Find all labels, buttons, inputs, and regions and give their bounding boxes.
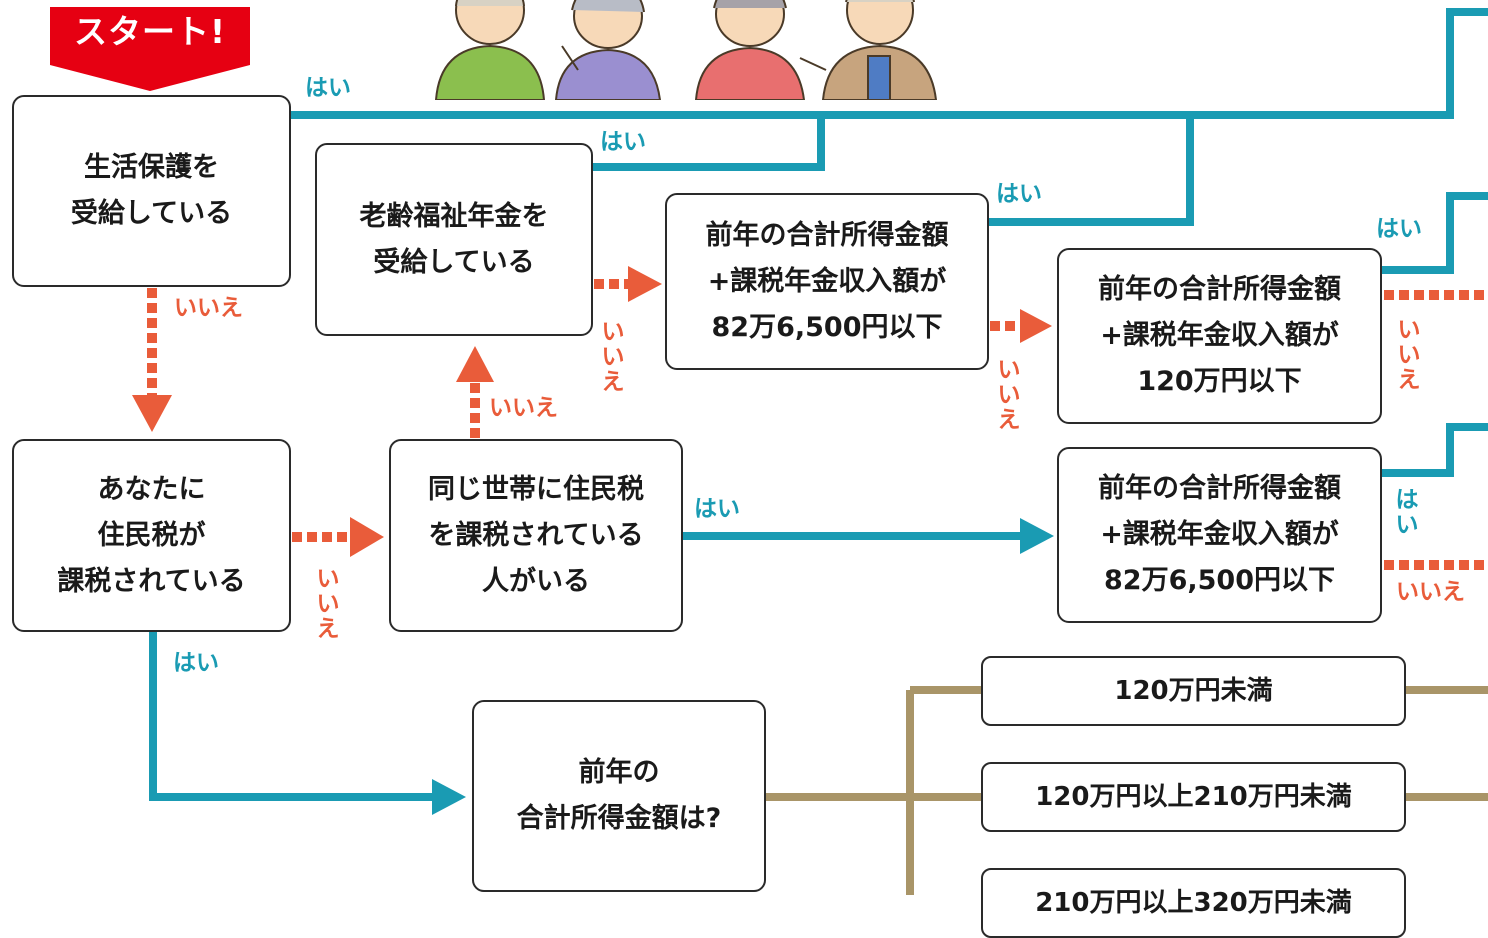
yes-label-income-82a: はい (996, 181, 1042, 207)
node-household: 同じ世帯に住民税 を課税されている 人がいる (389, 439, 683, 632)
node-income-82b: 前年の合計所得金額 +課税年金収入額が 82万6,500円以下 (1057, 447, 1382, 623)
node-pension: 老齢福祉年金を 受給している (315, 143, 593, 336)
no-label-income-120: い い え (1397, 317, 1421, 393)
yes-label-income-82b: は い (1395, 487, 1419, 538)
yes-label-household: はい (694, 496, 740, 522)
yes-line-welfare (290, 8, 1488, 119)
no-arrow-welfare (132, 395, 172, 432)
yes-label-welfare: はい (305, 75, 351, 101)
no-arrow-pension (628, 266, 662, 302)
yes-line-taxed (149, 632, 432, 801)
range-210-320: 210万円以上320万円未満 (981, 868, 1406, 938)
start-label: スタート! (73, 12, 227, 51)
yes-line-pension (592, 115, 825, 171)
no-arrow-taxed (350, 517, 384, 557)
start-banner-shape (50, 7, 250, 91)
no-label-taxed: い い え (316, 566, 340, 642)
node-income-82a: 前年の合計所得金額 +課税年金収入額が 82万6,500円以下 (665, 193, 989, 370)
flowchart-connectors (132, 8, 1488, 895)
no-label-welfare: いいえ (174, 295, 243, 321)
node-income-120: 前年の合計所得金額 +課税年金収入額が 120万円以下 (1057, 248, 1382, 424)
no-arrow-income-82a (1020, 309, 1052, 343)
yes-line-income-82b (1382, 423, 1488, 477)
no-label-pension: い い え (601, 319, 625, 395)
node-welfare: 生活保護を 受給している (12, 95, 291, 287)
no-label-income-82b: いいえ (1396, 579, 1465, 605)
no-label-household: いいえ (489, 395, 558, 421)
yes-arrow-taxed (432, 779, 466, 815)
yes-line-income-82a (988, 115, 1194, 226)
range-under-120: 120万円未満 (981, 656, 1406, 726)
node-total-income: 前年の 合計所得金額は? (472, 700, 766, 892)
node-taxed: あなたに 住民税が 課税されている (12, 439, 291, 632)
yes-label-pension: はい (600, 129, 646, 155)
no-label-income-82a: い い え (997, 357, 1021, 433)
yes-label-taxed: はい (173, 650, 219, 676)
elderly-people-illustration (434, 0, 938, 100)
yes-arrow-household (1020, 518, 1054, 554)
yes-label-income-120: はい (1376, 216, 1422, 242)
yes-line-income-120 (1382, 192, 1488, 274)
range-120-210: 120万円以上210万円未満 (981, 762, 1406, 832)
no-arrow-household (456, 346, 494, 382)
